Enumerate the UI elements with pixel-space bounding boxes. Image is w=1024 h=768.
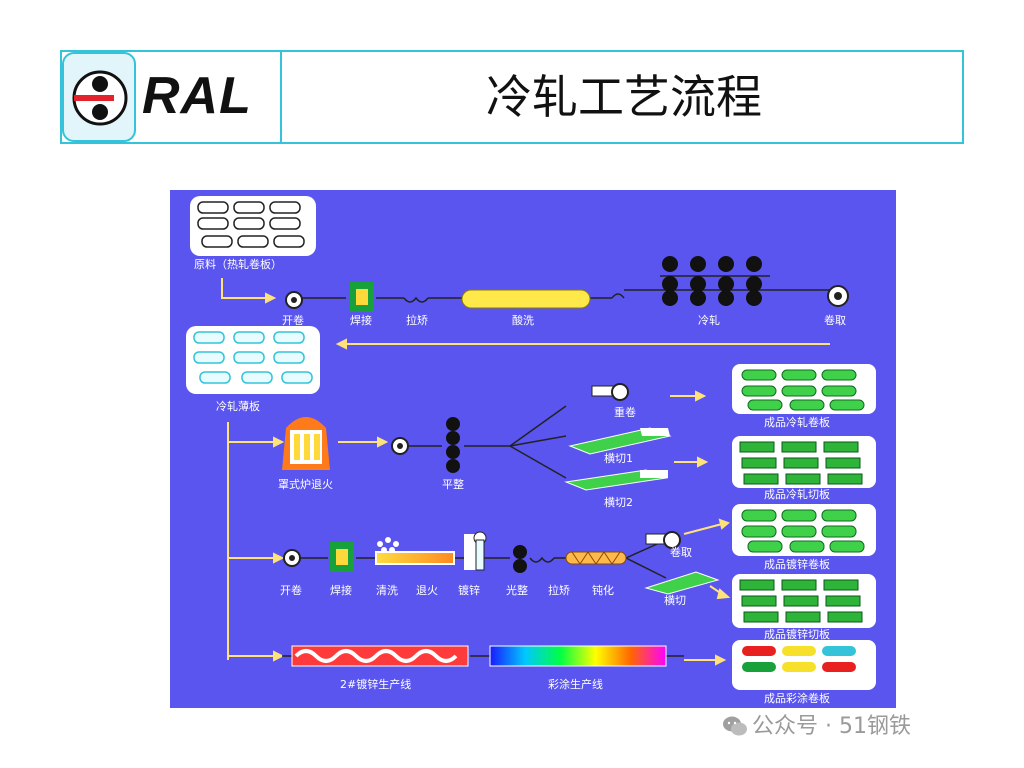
bell-annealing-furnace-icon: [282, 417, 330, 470]
label-coiling-1: 卷取: [824, 314, 846, 327]
cross-cut-2-icon: [564, 469, 668, 491]
galv-line-2-icon: [291, 645, 469, 667]
skin-pass-mill-icon: [513, 545, 527, 573]
recoil-icon: [591, 383, 629, 401]
welder-1-icon: [350, 282, 374, 312]
label-cross-cut-2: 横切2: [604, 496, 633, 509]
annealing-furnace-icon: [375, 551, 455, 565]
label-temper-2: 光整: [506, 584, 528, 597]
color-coating-line-icon: [489, 645, 667, 667]
strip-line-row2: [408, 405, 567, 479]
ral-emblem-icon: [62, 52, 136, 142]
cold-rolled-sheet-coils: [186, 326, 320, 394]
ral-logo: RAL: [62, 52, 282, 142]
label-recoil: 重卷: [614, 406, 636, 419]
label-passivation: 钝化: [592, 584, 614, 597]
welder-2-icon: [330, 542, 354, 572]
label-straighten-2: 拉矫: [548, 584, 570, 597]
cross-cut-3-icon: [644, 571, 720, 595]
process-flow-graphics: [186, 196, 876, 690]
label-weld-1: 焊接: [350, 314, 372, 327]
row3-output-arrows: [683, 518, 731, 600]
raw-material-coils: [190, 196, 316, 256]
label-product-color-coil: 成品彩涂卷板: [764, 692, 830, 705]
product-cold-cut-icon: [732, 436, 876, 488]
label-cold-rolling: 冷轧: [698, 314, 720, 327]
label-weld-2: 焊接: [330, 584, 352, 597]
product-galv-coil-icon: [732, 504, 876, 556]
product-galv-cut-icon: [732, 574, 876, 628]
label-product-cold-cut: 成品冷轧切板: [764, 488, 830, 501]
cold-rolling-process-diagram: 原料（热轧卷板） 开卷 焊接 拉矫 酸洗 冷轧 卷取 冷轧薄板 罩式炉退火 平整…: [170, 190, 896, 708]
label-product-cold-coil: 成品冷轧卷板: [764, 416, 830, 429]
label-uncoil-1: 开卷: [282, 314, 304, 327]
label-cold-rolled-sheet: 冷轧薄板: [216, 400, 260, 413]
label-pickling: 酸洗: [512, 314, 534, 327]
label-galvanizing: 镀锌: [458, 584, 480, 597]
coiler-2-icon: [645, 531, 681, 549]
label-straighten-1: 拉矫: [406, 314, 428, 327]
cross-cut-1-icon: [568, 427, 672, 455]
row2-output-arrows: [670, 390, 709, 468]
watermark-text: 公众号 · 51钢铁: [752, 714, 911, 739]
passivation-section-icon: [565, 551, 627, 565]
temper-mill-icon: [446, 417, 460, 473]
pickling-tank-icon: [461, 289, 591, 309]
galvanizing-pot-icon: [464, 531, 487, 571]
label-raw-material: 原料（热轧卷板）: [194, 258, 282, 271]
label-cross-cut-3: 横切: [664, 594, 686, 607]
distribution-trunk: [227, 422, 389, 662]
cleaning-section-icon: [377, 537, 399, 553]
cold-rolling-mill-icon: [662, 256, 762, 306]
label-cross-cut-1: 横切1: [604, 452, 633, 465]
flow-lines-row1: [221, 278, 277, 304]
label-product-galv-coil: 成品镀锌卷板: [764, 558, 830, 571]
logo-text: RAL: [142, 67, 252, 125]
wechat-icon: [723, 716, 747, 736]
row4-output-arrow: [684, 654, 727, 666]
label-uncoil-2: 开卷: [280, 584, 302, 597]
slide-header: RAL 冷轧工艺流程: [60, 50, 964, 144]
label-galv-line-2: 2#镀锌生产线: [340, 678, 412, 691]
page-title: 冷轧工艺流程: [486, 70, 762, 124]
label-temper-1: 平整: [442, 478, 464, 491]
label-color-coating-line: 彩涂生产线: [548, 678, 603, 691]
product-color-coil-icon: [732, 640, 876, 690]
label-bell-annealing: 罩式炉退火: [278, 478, 333, 491]
label-coiling-2: 卷取: [670, 546, 692, 559]
product-cold-coil-icon: [732, 364, 876, 414]
label-cleaning: 清洗: [376, 584, 398, 597]
label-annealing: 退火: [416, 584, 438, 597]
return-arrow: [335, 338, 830, 350]
label-product-galv-cut: 成品镀锌切板: [764, 628, 830, 641]
